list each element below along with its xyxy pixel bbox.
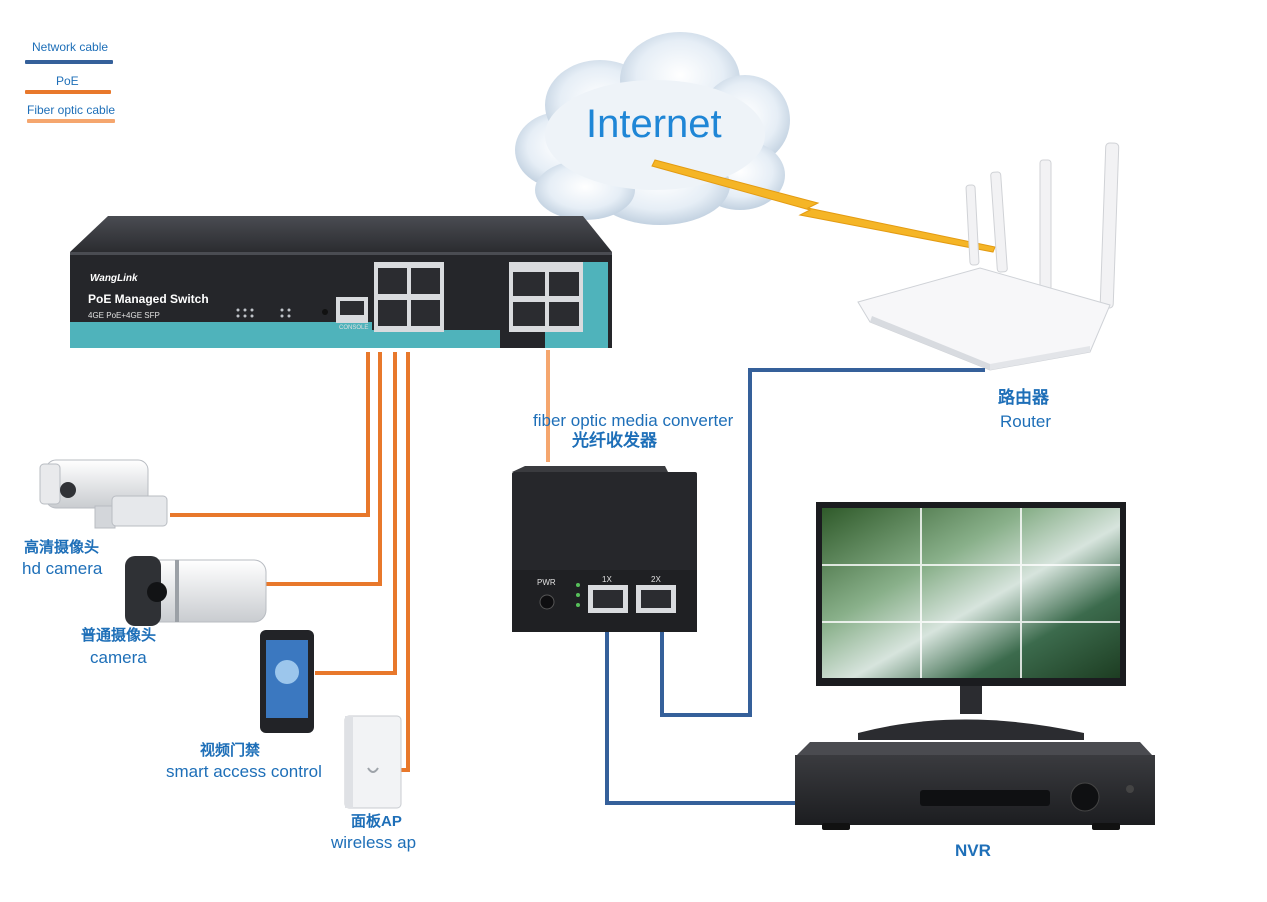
router-label-en: Router [1000,412,1052,431]
converter-label-cn: 光纤收发器 [572,431,657,450]
legend-network-line [25,60,113,64]
hd-camera-device [39,459,168,529]
monitor-device [816,502,1126,740]
converter-pwr-label: PWR [537,578,556,587]
poe-cables [170,352,410,772]
wireless-ap-device [344,715,402,809]
internet-cloud [515,32,790,225]
hd-camera-label-cn: 高清摄像头 [24,539,100,556]
nvr-device [795,742,1155,830]
media-converter-device [512,466,697,632]
router-label-cn: 路由器 [998,388,1049,407]
internet-label: Internet [586,102,722,146]
switch-sfp-ports [509,262,583,332]
camera-label-en: camera [90,648,147,667]
legend-poe-line [25,90,111,94]
wireless-ap-label-en: wireless ap [331,833,417,852]
wireless-ap-label-cn: 面板AP [351,813,402,830]
converter-label-en: fiber optic media converter [533,411,734,430]
access-control-label-cn: 视频门禁 [200,742,261,759]
router-device [857,142,1120,371]
legend-network-label: Network cable [32,40,109,54]
hd-camera-label-en: hd camera [22,559,103,578]
switch-title: PoE Managed Switch [88,292,209,306]
access-control-device [260,630,314,733]
switch-console-label: CONSOLE [339,325,369,331]
converter-port1-label: 1X [602,575,612,584]
camera-label-cn: 普通摄像头 [81,627,157,644]
legend-poe-label: PoE [56,74,79,88]
switch-subtitle: 4GE PoE+4GE SFP [88,311,160,320]
converter-port2-label: 2X [651,575,661,584]
wireless-link-bolt [651,159,996,253]
switch-rj45-ports [374,262,444,332]
switch-brand: WangLink [90,273,138,284]
camera-device [125,556,267,626]
access-control-label-en: smart access control [166,762,322,781]
poe-switch-device [70,216,612,348]
legend-fiber-line [27,119,115,123]
nvr-label: NVR [955,841,991,860]
legend-fiber-label: Fiber optic cable [27,103,116,117]
network-cables [605,368,985,805]
